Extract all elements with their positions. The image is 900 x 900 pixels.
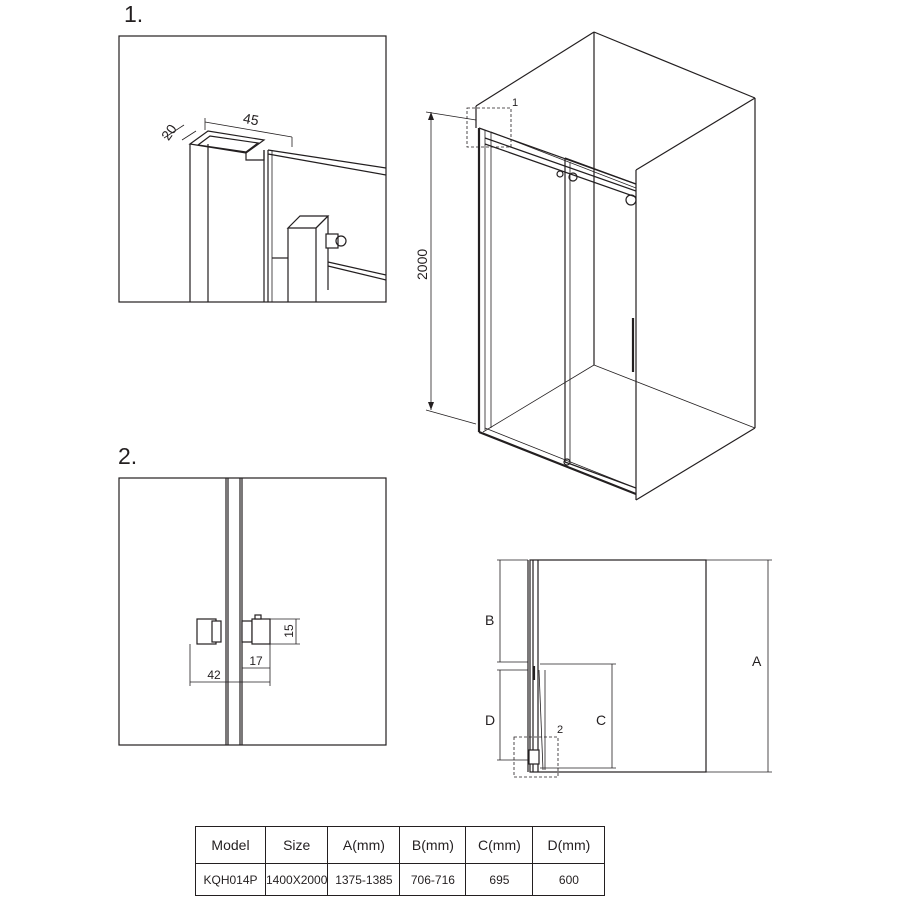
cell-size: 1400X2000 — [264, 863, 329, 896]
header-b: B(mm) — [399, 826, 467, 864]
callout-2-label: 2 — [557, 724, 563, 736]
detail-2-number: 2. — [118, 443, 137, 469]
cell-b: 706-716 — [399, 863, 467, 896]
handle-right — [241, 614, 271, 645]
detail-1: 1. — [118, 1, 387, 303]
detail-2: 2. 15 17 — [118, 443, 387, 746]
dim-total: 42 — [189, 644, 271, 686]
cell-c: 695 — [465, 863, 534, 896]
wall-profile — [188, 130, 387, 302]
dim-total-label: 42 — [207, 668, 221, 682]
plan-outline — [529, 559, 707, 773]
dim-b: B — [485, 559, 528, 663]
header-model: Model — [195, 826, 266, 864]
dim-height-label: 15 — [282, 624, 296, 638]
label-a: A — [752, 653, 762, 669]
dim-c: C — [540, 663, 616, 769]
table-header-row: Model Size A(mm) B(mm) C(mm) D(mm) — [195, 826, 606, 864]
header-c: C(mm) — [465, 826, 534, 864]
table-row: KQH014P 1400X2000 1375-1385 706-716 695 … — [195, 863, 606, 896]
callout-1-label: 1 — [512, 97, 518, 109]
dim-width-label: 45 — [242, 110, 260, 128]
header-a: A(mm) — [327, 826, 401, 864]
label-d: D — [485, 712, 495, 728]
label-b: B — [485, 612, 494, 628]
sliding-door — [563, 157, 637, 489]
plan-view: A B D C 2 — [485, 559, 772, 778]
callout-2-box — [513, 736, 559, 778]
iso-view: 1 2000 — [414, 31, 756, 501]
dim-height: 15 — [270, 618, 300, 645]
header-size: Size — [264, 826, 329, 864]
cell-model: KQH014P — [195, 863, 266, 896]
dim-offset-label: 17 — [249, 654, 263, 668]
handle-left — [196, 618, 222, 645]
dim-d: D — [485, 669, 528, 761]
detail-1-frame — [118, 35, 387, 303]
detail-1-number: 1. — [124, 1, 143, 27]
dim-width: 45 — [204, 110, 293, 147]
callout-1-box — [466, 107, 512, 148]
spec-table: Model Size A(mm) B(mm) C(mm) D(mm) KQH01… — [195, 826, 606, 896]
dim-offset: 17 — [241, 644, 271, 672]
cell-a: 1375-1385 — [327, 863, 401, 896]
detail-2-frame — [118, 477, 387, 746]
top-rail — [484, 137, 637, 206]
label-c: C — [596, 712, 606, 728]
cell-d: 600 — [532, 863, 606, 896]
roller-bracket — [272, 215, 387, 302]
header-d: D(mm) — [532, 826, 606, 864]
height-dim-label: 2000 — [414, 249, 430, 280]
dim-a: A — [706, 559, 772, 773]
height-dimension: 2000 — [414, 111, 477, 425]
enclosure-walls — [475, 31, 756, 501]
